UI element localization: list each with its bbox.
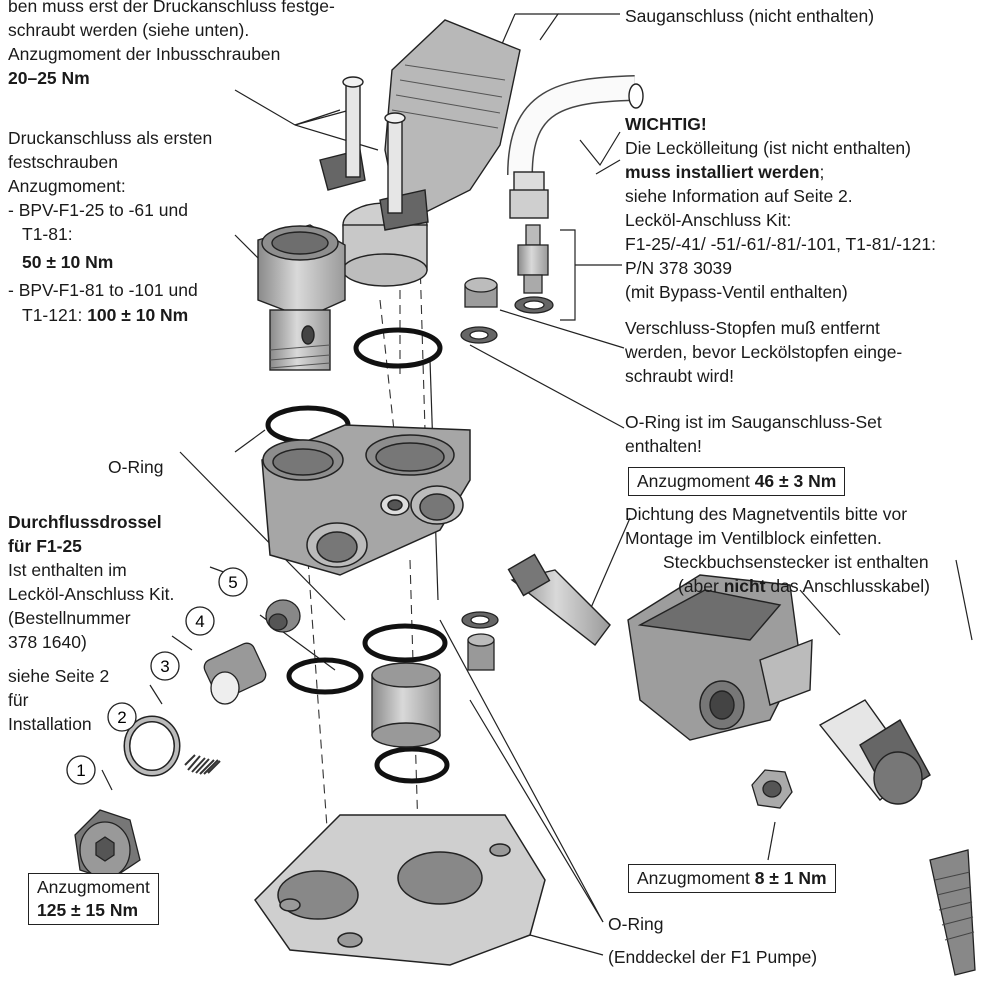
throttle-line-6: für (8, 690, 29, 710)
nut-torque-label: Anzugmoment (637, 868, 755, 888)
hex-nut (751, 769, 793, 809)
throttle-title-2: für F1-25 (8, 536, 82, 556)
important-line-3: siehe Information auf Seite 2. (625, 186, 853, 206)
throttle-line-4: 378 1640) (8, 632, 87, 652)
part-number-3: 3 (150, 651, 180, 681)
pressure-port-line-5: T1-81: (22, 224, 73, 244)
valve-torque-value: 46 ± 3 Nm (754, 471, 837, 491)
top-note-torque: 20–25 Nm (8, 68, 90, 88)
part-number-5: 5 (218, 567, 248, 597)
nut-torque-value: 8 ± 1 Nm (754, 868, 827, 888)
sleeve (371, 662, 441, 748)
valve-torque-label: Anzugmoment (637, 471, 755, 491)
plug-note-line-3: schraubt wird! (625, 366, 734, 386)
important-line-1: Die Leckölleitung (ist nicht enthalten) (625, 138, 911, 158)
part-number-2: 2 (107, 702, 137, 732)
solenoid-valve (507, 553, 813, 741)
plug-note-line-2: werden, bevor Leckölstopfen einge- (625, 342, 903, 362)
o-ring-note-line-2: enthalten! (625, 436, 702, 456)
throttle-line-5: siehe Seite 2 (8, 666, 110, 686)
connector-note-pre: (aber (678, 576, 724, 596)
connector-note-line-2: (aber nicht das Anschlusskabel) (678, 574, 930, 598)
connector-note-line-1: Steckbuchsenstecker ist enthalten (663, 552, 929, 572)
plug-torque-label: Anzugmoment (37, 877, 150, 897)
pressure-port-line-2: festschrauben (8, 152, 118, 172)
suction-port-label: Sauganschluss (nicht enthalten) (625, 6, 875, 26)
part-number-3-label: 3 (160, 657, 169, 676)
throttle-title-1: Durchflussdrossel (8, 512, 162, 532)
cable (929, 849, 976, 976)
important-line-2: muss installiert werden; (625, 160, 824, 184)
throttle-line-2: Lecköl-Anschluss Kit. (8, 584, 175, 604)
seal-note-line-2: Montage im Ventilblock einfetten. (625, 528, 882, 548)
part-number-5-label: 5 (228, 573, 237, 592)
important-title: WICHTIG! (625, 114, 707, 134)
important-line-6: P/N 378 3039 (625, 258, 733, 278)
valve-block (261, 424, 471, 576)
part-number-4: 4 (185, 606, 215, 636)
end-cover-label: (Enddeckel der F1 Pumpe) (608, 947, 818, 967)
part-number-4-label: 4 (195, 612, 204, 631)
pressure-port-line-7: T1-121: 100 ± 10 Nm (22, 303, 188, 327)
important-line-2-bold: muss installiert werden (625, 162, 820, 182)
o-ring-note-line-1: O-Ring ist im Sauganschluss-Set (625, 412, 882, 432)
part-number-2-label: 2 (117, 708, 126, 727)
connector-note-bold: nicht (723, 576, 766, 596)
part-number-1: 1 (66, 755, 96, 785)
throttle-line-3: (Bestellnummer (8, 608, 131, 628)
o-ring-label-left: O-Ring (108, 457, 164, 477)
plug-small (461, 611, 499, 671)
plug-note-line-1: Verschluss-Stopfen muß entfernt (625, 318, 880, 338)
part-number-1-label: 1 (76, 761, 85, 780)
pressure-port-line-6: - BPV-F1-81 to -101 und (8, 280, 198, 300)
top-note-line-2: schraubt werden (siehe unten). (8, 20, 250, 40)
important-line-2-rest: ; (819, 162, 825, 182)
important-line-5: F1-25/-41/ -51/-61/-81/-101, T1-81/-121: (625, 234, 936, 254)
important-line-7: (mit Bypass-Ventil enthalten) (625, 282, 848, 302)
connector-note-post: das Anschlusskabel) (765, 576, 930, 596)
part-number-markers: 1 2 3 4 5 (66, 567, 248, 785)
pressure-port-line-4: - BPV-F1-25 to -61 und (8, 200, 188, 220)
top-note-line-1: ben muss erst der Druckanschluss festge- (8, 0, 335, 16)
important-line-4: Lecköl-Anschluss Kit: (625, 210, 792, 230)
plug-torque-value: 125 ± 15 Nm (37, 900, 139, 920)
top-note-line-3: Anzugmoment der Inbusschrauben (8, 44, 281, 64)
throttle-line-1: Ist enthalten im (8, 560, 127, 580)
leak-oil-fitting (460, 224, 554, 344)
leak-oil-line (507, 75, 644, 219)
valve-torque-box: Anzugmoment 46 ± 3 Nm (628, 467, 846, 496)
end-cover (254, 814, 546, 966)
o-ring-label-bottom: O-Ring (608, 914, 664, 934)
pressure-port-torque-1: 50 ± 10 Nm (22, 252, 114, 272)
nut-torque-box: Anzugmoment 8 ± 1 Nm (628, 864, 836, 893)
suction-port-elbow (319, 19, 521, 287)
seal-note-line-1: Dichtung des Magnetventils bitte vor (625, 504, 908, 524)
pressure-port-fitting (257, 224, 346, 371)
pressure-port-torque-2: 100 ± 10 Nm (87, 305, 189, 325)
flow-throttle-parts (74, 599, 301, 881)
pressure-port-line-1: Druckanschluss als ersten (8, 128, 213, 148)
throttle-line-7: Installation (8, 714, 92, 734)
plug-torque-box: Anzugmoment 125 ± 15 Nm (28, 873, 159, 925)
pressure-port-line-7-prefix: T1-121: (22, 305, 88, 325)
pressure-port-line-3: Anzugmoment: (8, 176, 126, 196)
plug-connector (818, 699, 931, 805)
